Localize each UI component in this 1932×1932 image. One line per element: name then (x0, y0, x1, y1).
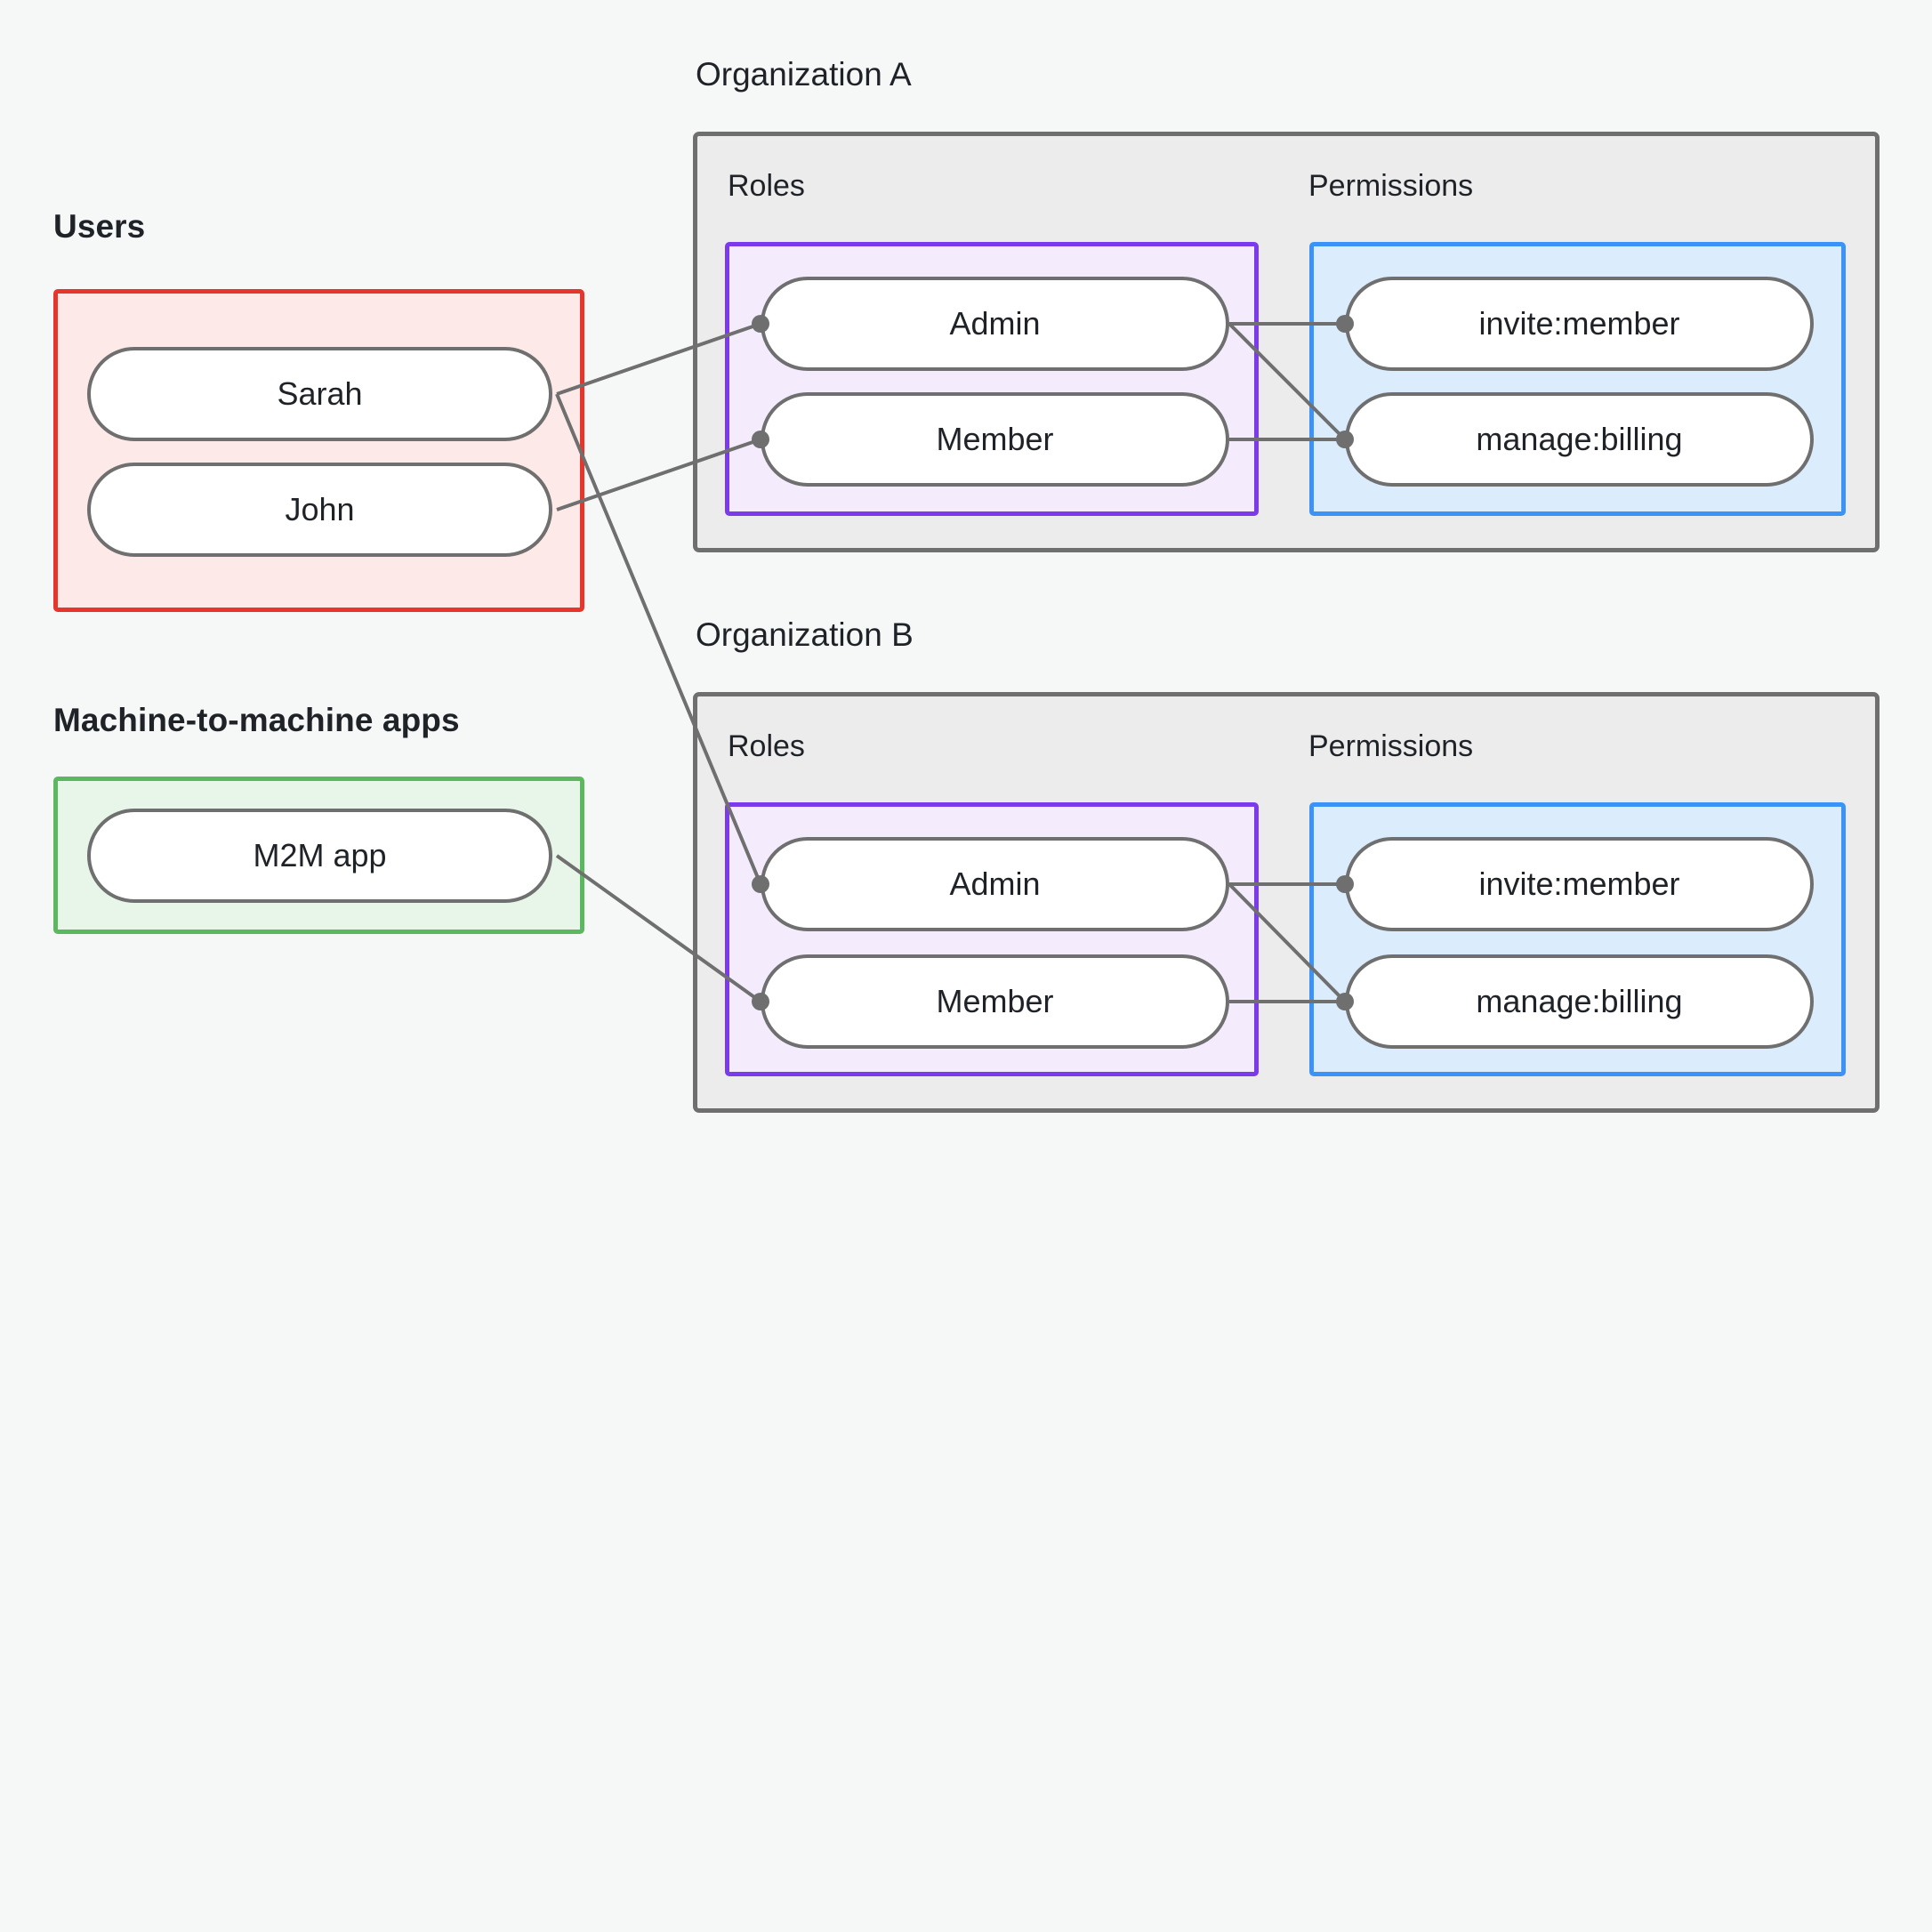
org-a-heading: Organization A (696, 56, 912, 93)
org-b-roles-heading: Roles (728, 729, 805, 763)
org-a-permission-manage-billing-label: manage:billing (1476, 421, 1683, 457)
org-a-role-admin[interactable]: Admin (761, 277, 1229, 371)
org-b-permission-invite-member-label: invite:member (1478, 865, 1680, 902)
m2m-node-app[interactable]: M2M app (87, 809, 552, 903)
user-node-john[interactable]: John (87, 463, 552, 557)
org-a-permission-manage-billing[interactable]: manage:billing (1345, 392, 1814, 487)
org-b-role-member[interactable]: Member (761, 954, 1229, 1049)
connector-dot-org-a-admin-in (752, 315, 769, 333)
org-b-permissions-heading: Permissions (1308, 729, 1474, 763)
org-a-role-member[interactable]: Member (761, 392, 1229, 487)
org-a-role-admin-label: Admin (949, 305, 1041, 342)
connector-dot-org-a-invite-in (1336, 315, 1354, 333)
connector-dot-org-b-member-in (752, 993, 769, 1010)
org-b-heading: Organization B (696, 616, 914, 653)
org-b-role-admin[interactable]: Admin (761, 837, 1229, 931)
org-b-permission-manage-billing[interactable]: manage:billing (1345, 954, 1814, 1049)
org-a-permission-invite-member-label: invite:member (1478, 305, 1680, 342)
connector-dot-org-b-admin-in (752, 875, 769, 893)
org-a-permissions-heading: Permissions (1308, 169, 1474, 203)
org-b-role-member-label: Member (936, 983, 1054, 1019)
org-a-role-member-label: Member (936, 421, 1054, 457)
m2m-label-app: M2M app (253, 837, 387, 873)
user-label-sarah: Sarah (277, 375, 363, 412)
org-b-role-admin-label: Admin (949, 865, 1041, 902)
org-a-roles-heading: Roles (728, 169, 805, 203)
m2m-heading: Machine-to-machine apps (53, 702, 460, 738)
connector-dot-org-a-member-in (752, 431, 769, 448)
org-b-permission-invite-member[interactable]: invite:member (1345, 837, 1814, 931)
connector-dot-org-a-billing-in (1336, 431, 1354, 448)
org-b-permission-manage-billing-label: manage:billing (1476, 983, 1683, 1019)
user-node-sarah[interactable]: Sarah (87, 347, 552, 441)
org-a-permission-invite-member[interactable]: invite:member (1345, 277, 1814, 371)
connector-dot-org-b-billing-in (1336, 993, 1354, 1010)
users-heading: Users (53, 208, 146, 245)
user-label-john: John (285, 491, 355, 527)
users-container (53, 289, 584, 612)
connector-dot-org-b-invite-in (1336, 875, 1354, 893)
